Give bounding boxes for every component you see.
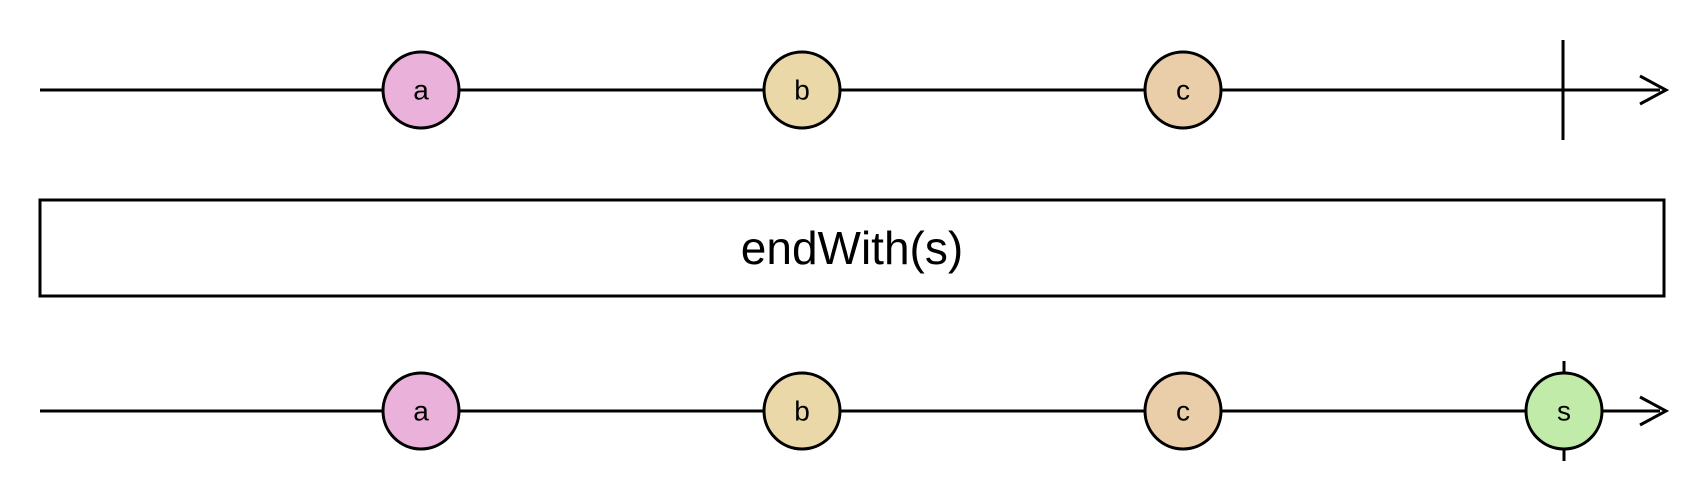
- result-marble-b-label: b: [794, 396, 810, 427]
- result-marble-s: s: [1524, 371, 1604, 451]
- result-marble-a-label: a: [413, 396, 429, 427]
- result-marble-s-label: s: [1557, 396, 1571, 427]
- source-marble-b-label: b: [794, 75, 810, 106]
- operator-label: endWith(s): [741, 222, 963, 274]
- source-arrow-head: [1639, 74, 1670, 106]
- result-arrow-head: [1639, 395, 1670, 427]
- operator-box: endWith(s): [38, 198, 1666, 298]
- result-marble-c-label: c: [1176, 396, 1190, 427]
- result-stream: a b c s: [40, 361, 1670, 461]
- source-marble-c-label: c: [1176, 75, 1190, 106]
- source-stream: a b c: [40, 40, 1670, 140]
- source-marble-c: c: [1143, 50, 1223, 130]
- source-marble-b: b: [762, 50, 842, 130]
- result-marble-c: c: [1143, 371, 1223, 451]
- result-marble-b: b: [762, 371, 842, 451]
- source-marble-a: a: [381, 50, 461, 130]
- source-marble-a-label: a: [413, 75, 429, 106]
- result-marble-a: a: [381, 371, 461, 451]
